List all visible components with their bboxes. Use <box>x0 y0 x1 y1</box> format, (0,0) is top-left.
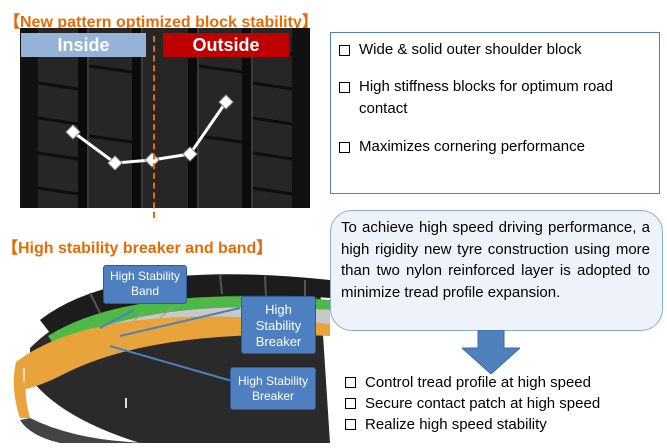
feature-item: High stiffness blocks for optimum road c… <box>339 76 649 120</box>
checkbox-icon <box>339 82 350 93</box>
result-item: Control tread profile at high speed <box>345 374 665 395</box>
checkbox-icon <box>345 419 356 430</box>
checkbox-icon <box>339 142 350 153</box>
description-box: To achieve high speed driving performanc… <box>330 210 663 331</box>
checkbox-icon <box>345 398 356 409</box>
checkbox-icon <box>345 377 356 388</box>
feature-list: Wide & solid outer shoulder block High s… <box>339 41 649 155</box>
callout-breaker-lower: High Stability Breaker <box>230 367 316 410</box>
section-title-pattern: 【New pattern optimized block stability】 <box>4 14 318 31</box>
callout-band: High Stability Band <box>103 265 187 304</box>
section-title-breaker: 【High stability breaker and band】 <box>2 240 273 257</box>
down-arrow-icon <box>460 329 522 375</box>
center-divider <box>153 36 155 218</box>
result-item: Secure contact patch at high speed <box>345 395 665 416</box>
checkbox-icon <box>339 45 350 56</box>
feature-item: Wide & solid outer shoulder block <box>339 41 649 58</box>
feature-box: Wide & solid outer shoulder block High s… <box>330 32 660 194</box>
outside-label: Outside <box>163 33 289 57</box>
result-item: Realize high speed stability <box>345 416 665 437</box>
feature-item: Maximizes cornering performance <box>339 138 649 155</box>
callout-breaker-upper: High Stability Breaker <box>241 296 316 354</box>
result-list: Control tread profile at high speed Secu… <box>345 374 665 437</box>
inside-label: Inside <box>21 33 146 57</box>
